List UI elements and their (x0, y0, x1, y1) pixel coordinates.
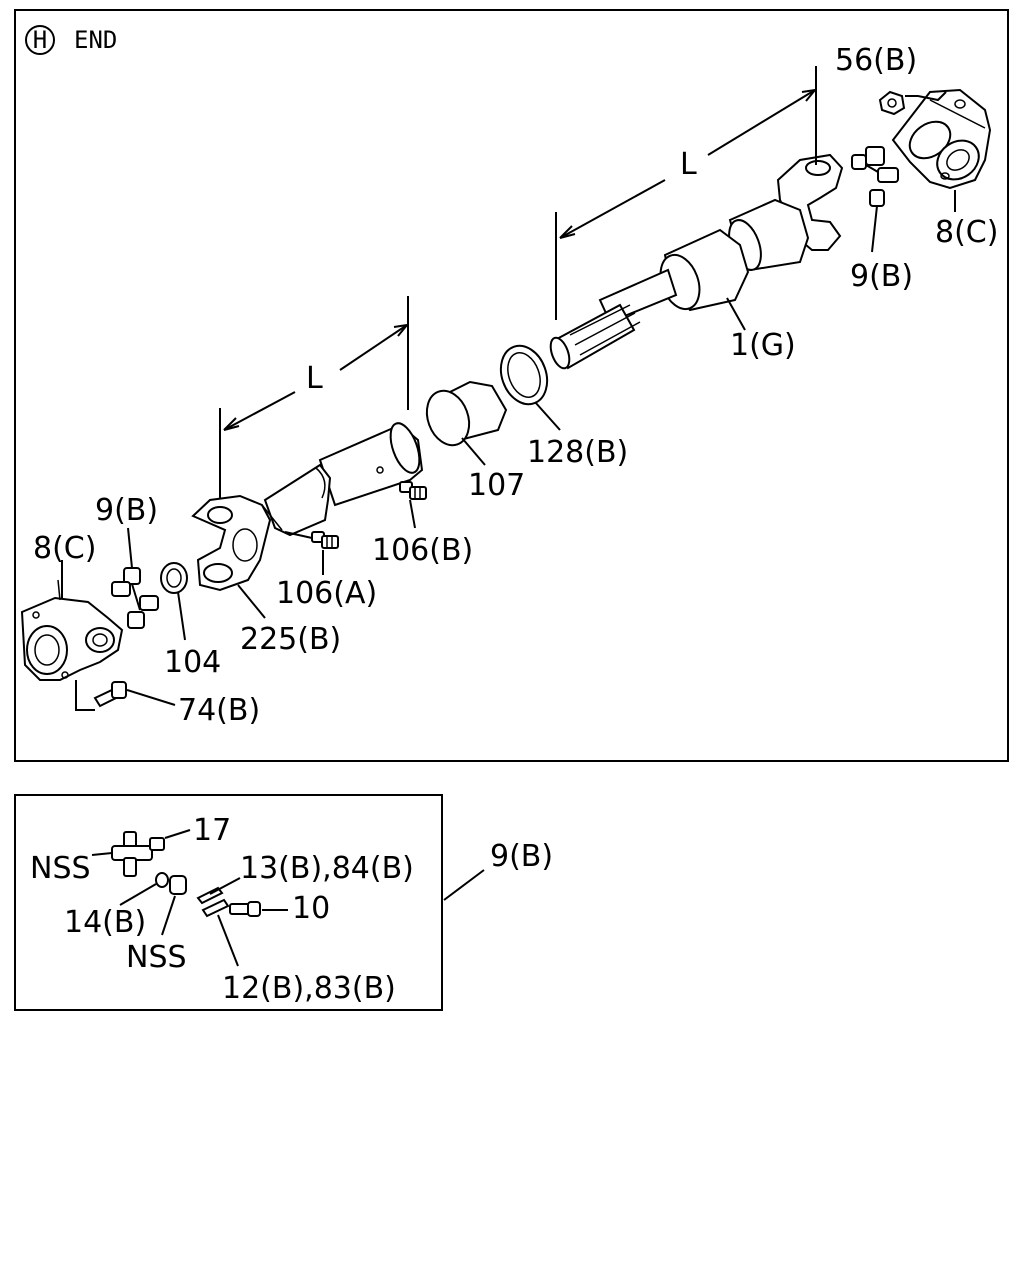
leader-13b-84b (209, 877, 241, 895)
section-letter: H (33, 26, 47, 54)
callout-104: 104 (164, 645, 221, 680)
section-title: END (74, 26, 117, 54)
section-header: H END (25, 25, 117, 55)
callout-74b: 74(B) (178, 693, 260, 728)
callout-107: 107 (468, 468, 525, 503)
dimension-lower (219, 296, 409, 505)
callout-128b: 128(B) (527, 435, 628, 470)
callout-9b-right: 9(B) (850, 259, 913, 294)
bolt-74b-part (75, 680, 127, 711)
callout-17: 17 (193, 813, 231, 848)
leader-14b (119, 883, 157, 906)
dimension-label-upper: L (680, 147, 697, 182)
ring-128b-part (499, 344, 549, 406)
nut-56b-part (878, 90, 947, 116)
leader-nss-top (91, 852, 113, 856)
shaft-1g-part (549, 228, 750, 370)
callout-nss-bottom: NSS (126, 940, 187, 975)
callout-1g: 1(G) (730, 328, 796, 363)
leader-225b (237, 584, 266, 619)
callout-12b-83b: 12(B),83(B) (222, 971, 396, 1006)
leader-detail-reference (443, 869, 485, 901)
detail-reference-label: 9(B) (490, 839, 553, 874)
callout-10: 10 (292, 891, 330, 926)
flange-left-part (20, 579, 124, 681)
leader-17 (164, 829, 191, 839)
callout-56b: 56(B) (835, 43, 917, 78)
ujoint-left-part (111, 567, 159, 629)
yoke-225b-part (191, 494, 283, 592)
callout-8c-left: 8(C) (33, 531, 96, 566)
callout-225b: 225(B) (240, 622, 341, 657)
ujoint-right-part (851, 146, 899, 207)
fitting-106b-part (399, 481, 427, 500)
leader-128b (534, 401, 561, 431)
detail-seal-cap-part (155, 872, 187, 895)
sleeve-107-part (425, 380, 508, 447)
leader-74b (126, 689, 176, 706)
main-tube-part (263, 422, 424, 537)
fitting-106a-part (284, 531, 339, 549)
flange-right-part (891, 88, 992, 190)
detail-lock-plate-part (196, 886, 261, 918)
leader-9b-right (871, 205, 878, 253)
dimension-upper (555, 66, 817, 320)
leader-106b (409, 499, 416, 529)
detail-ujoint-part (111, 831, 165, 877)
leader-12b-83b (217, 914, 239, 967)
leader-104 (177, 591, 186, 641)
leader-9b-left (127, 527, 133, 569)
callout-nss-top: NSS (30, 851, 91, 886)
leader-1g (726, 297, 746, 331)
callout-106b: 106(B) (372, 533, 473, 568)
callout-9b-left: 9(B) (95, 493, 158, 528)
detail-diagram-frame (14, 794, 443, 1011)
seal-104-part (160, 562, 188, 594)
callout-13b-84b: 13(B),84(B) (240, 851, 414, 886)
dimension-label-lower: L (306, 361, 323, 396)
leader-107 (461, 437, 486, 466)
section-circle-icon (25, 25, 55, 55)
leader-nss-bottom (161, 895, 176, 936)
callout-106a: 106(A) (276, 576, 377, 611)
callout-14b: 14(B) (64, 905, 146, 940)
main-diagram-frame (14, 9, 1009, 762)
callout-8c-right: 8(C) (935, 215, 998, 250)
